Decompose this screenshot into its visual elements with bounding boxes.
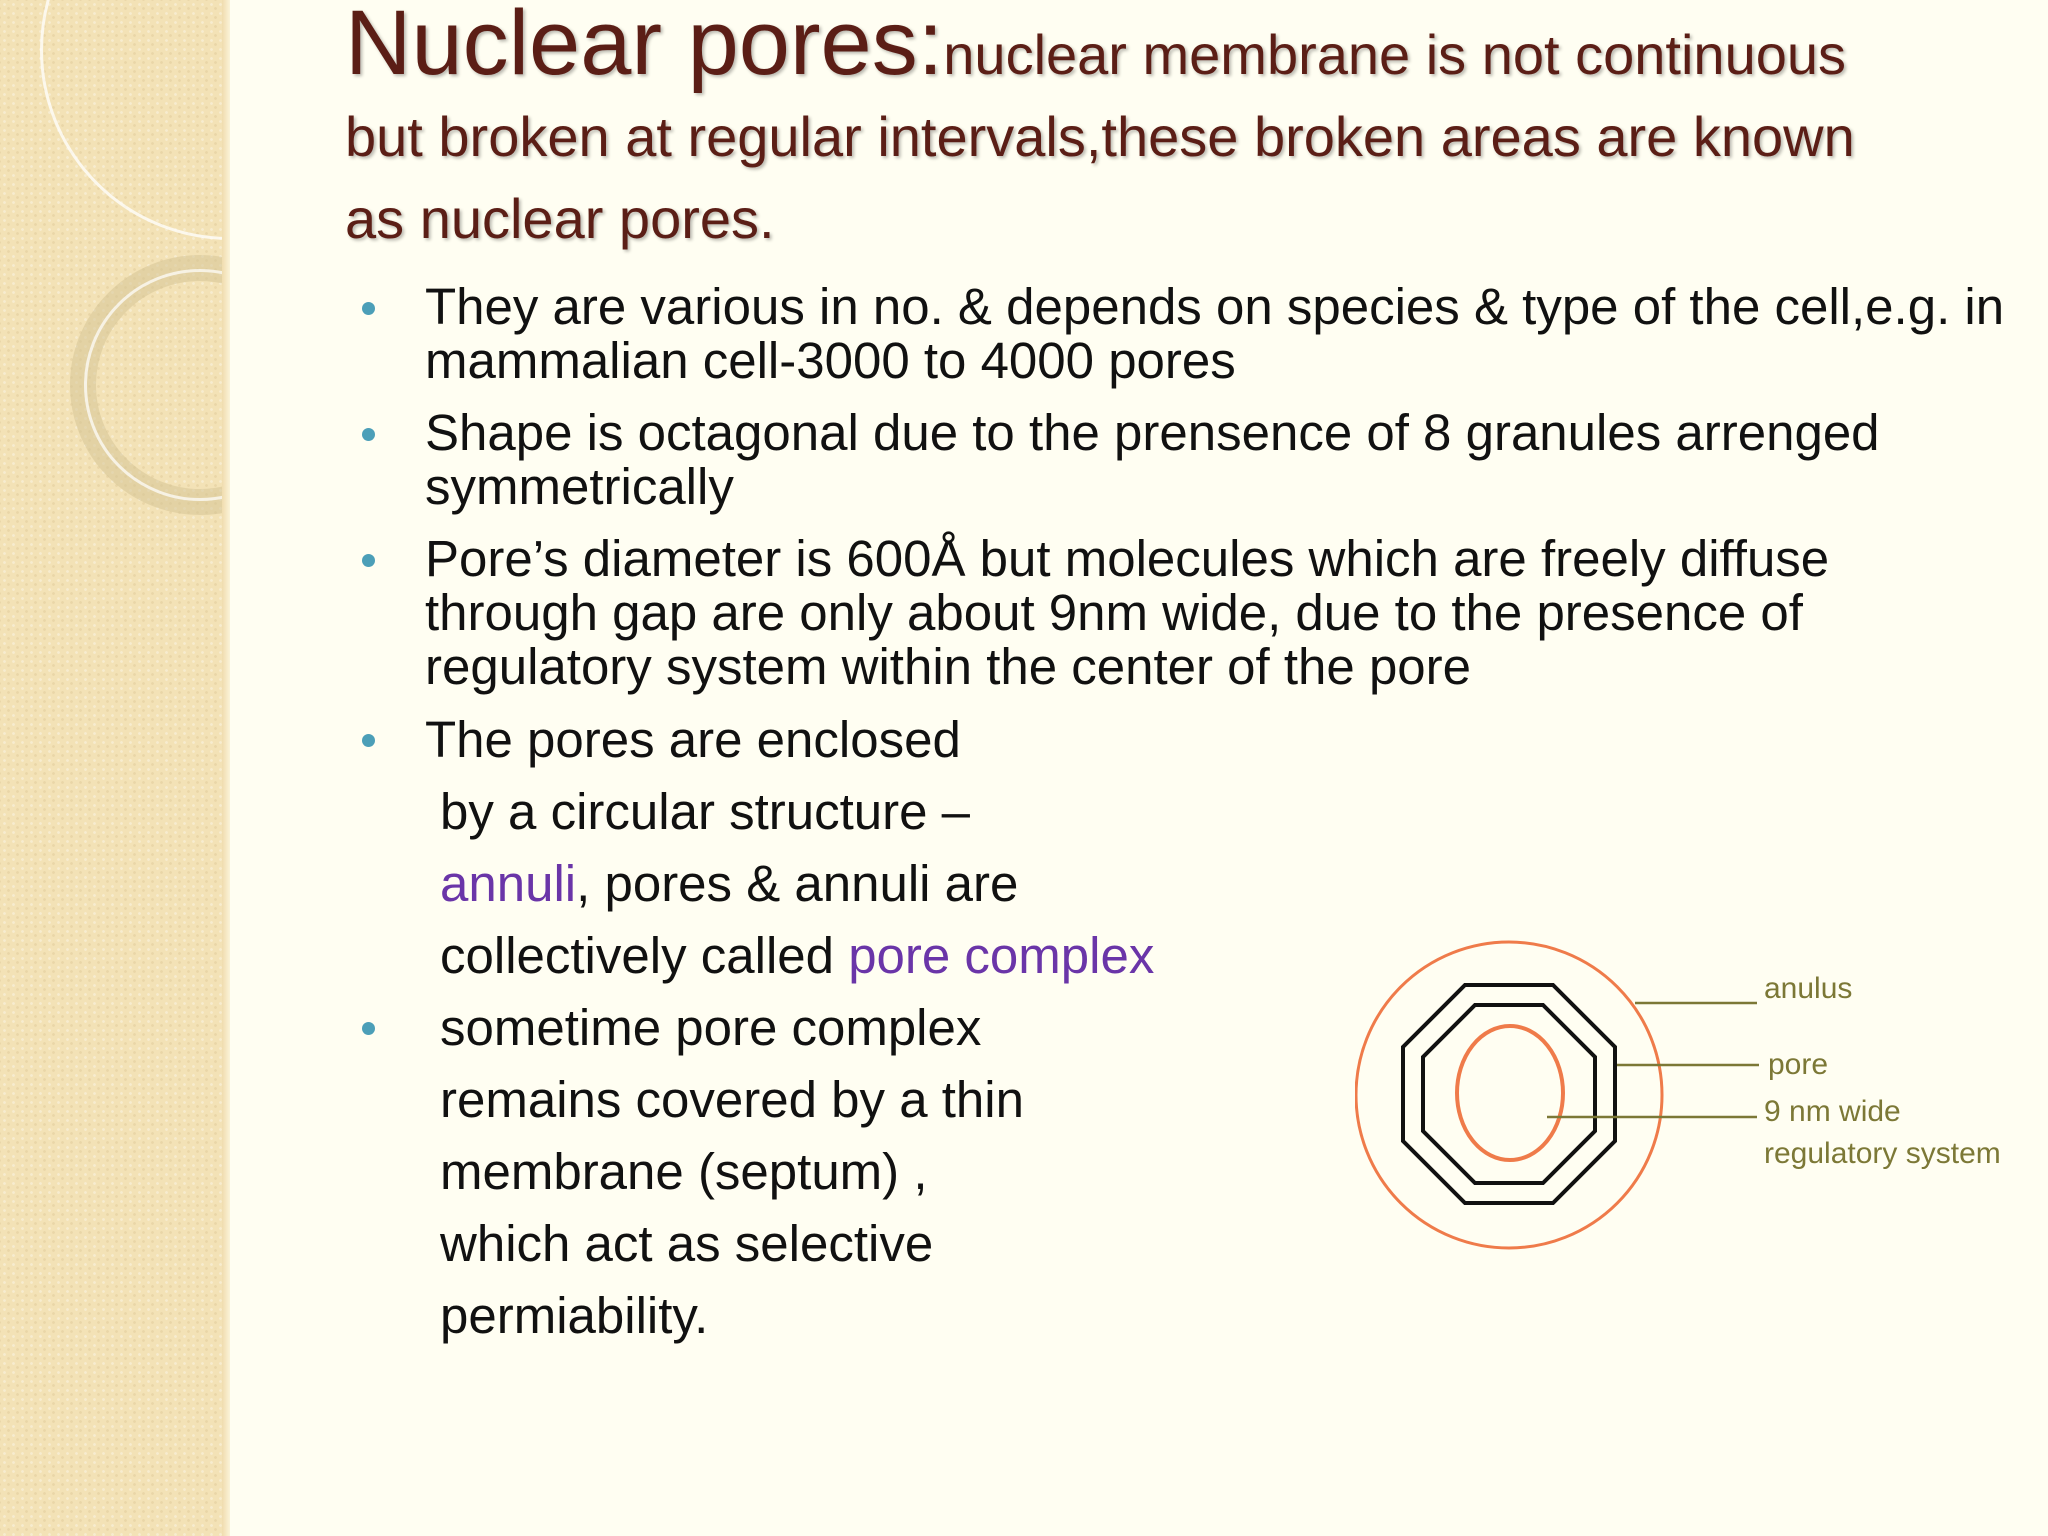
title-lead: Nuclear pores:: [345, 0, 944, 94]
decorative-sidebar: [0, 0, 228, 1536]
bullet-dot-icon: [362, 734, 375, 747]
label-regulatory-line2: regulatory system: [1764, 1137, 2001, 1170]
bullet-line: membrane (septum) ,: [440, 1143, 928, 1200]
bullet-item-pore-count: They are various in no. & depends on spe…: [345, 280, 2005, 388]
bullet-line: which act as selective: [440, 1215, 934, 1272]
bullet-text: They are various in no. & depends on spe…: [425, 278, 2005, 389]
sidebar-edge: [222, 0, 230, 1536]
bullet-line: collectively called pore complex: [425, 920, 2005, 992]
bullet-text: Pore’s diameter is 600Å but molecules wh…: [425, 530, 1830, 695]
outer-octagon: [1401, 983, 1617, 1205]
inner-octagon: [1421, 1003, 1597, 1185]
regulatory-system-ellipse: [1455, 1024, 1565, 1162]
annulus-circle: [1355, 940, 1664, 1250]
label-annulus: anulus: [1764, 972, 1852, 1005]
label-regulatory-line1: 9 nm wide: [1764, 1095, 1901, 1128]
nuclear-pore-diagram: anulus pore 9 nm wide regulatory system: [1355, 940, 2001, 1250]
bullet-list: They are various in no. & depends on spe…: [345, 280, 2005, 1352]
decorative-ring-top: [40, 0, 228, 240]
bullet-line: annuli, pores & annuli are: [425, 848, 2005, 920]
term-pore-complex: pore complex: [848, 927, 1155, 984]
bullet-dot-icon: [362, 554, 375, 567]
term-annuli: annuli: [440, 855, 577, 912]
bullet-item-diameter: Pore’s diameter is 600Å but molecules wh…: [345, 532, 2005, 694]
bullet-item-annuli: The pores are enclosed by a circular str…: [345, 704, 2005, 992]
bullet-line: permiability.: [440, 1287, 709, 1344]
bullet-item-septum: sometime pore complex remains covered by…: [345, 992, 2005, 1352]
slide-title: Nuclear pores:nuclear membrane is not co…: [345, 0, 1865, 260]
bullet-line: remains covered by a thin: [440, 1071, 1024, 1128]
bullet-dot-icon: [362, 302, 375, 315]
bullet-text: Shape is octagonal due to the prensence …: [425, 404, 1880, 515]
label-pore: pore: [1768, 1048, 1828, 1081]
bullet-dot-icon: [362, 1022, 375, 1035]
bullet-line-lead: collectively called: [440, 927, 849, 984]
bullet-line: The pores are enclosed: [425, 711, 961, 768]
bullet-line-rest: , pores & annuli are: [576, 855, 1019, 912]
title-rest: nuclear membrane is not continuous but b…: [345, 23, 1855, 250]
clipped-line: collectively called pore complex: [440, 920, 1670, 992]
bullet-line: by a circular structure –: [440, 783, 971, 840]
bullet-line: sometime pore complex: [440, 999, 982, 1056]
bullet-item-shape: Shape is octagonal due to the prensence …: [345, 406, 2005, 514]
bullet-dot-icon: [362, 428, 375, 441]
